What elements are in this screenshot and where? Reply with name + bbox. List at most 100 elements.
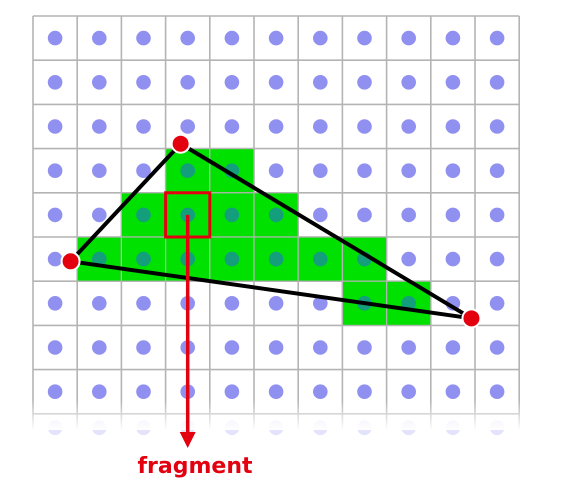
- sample-dot: [268, 119, 284, 134]
- triangle-vertex: [170, 133, 191, 154]
- sample-dot: [357, 163, 372, 178]
- sample-dot: [489, 384, 505, 400]
- sample-dot-covered: [136, 207, 151, 223]
- sample-dot: [357, 119, 372, 134]
- sample-dot-covered: [268, 251, 284, 267]
- sample-dot: [136, 30, 151, 46]
- sample-dot: [268, 163, 284, 178]
- sample-dot: [489, 340, 505, 355]
- sample-dot: [445, 119, 461, 134]
- sample-dot: [224, 75, 240, 90]
- sample-dot: [489, 163, 505, 178]
- sample-dot: [92, 384, 107, 400]
- sample-dot: [489, 296, 505, 311]
- sample-dot: [445, 163, 461, 178]
- sample-dot: [136, 384, 151, 400]
- sample-dot: [357, 75, 372, 90]
- sample-dot: [47, 75, 63, 90]
- sample-dot: [136, 119, 151, 134]
- sample-dot: [401, 384, 417, 400]
- sample-dot: [313, 384, 328, 400]
- sample-dot: [489, 251, 505, 267]
- triangle: [60, 133, 482, 329]
- fragment-label: fragment: [137, 454, 253, 479]
- sample-dot: [92, 340, 107, 355]
- sample-dot: [47, 251, 63, 267]
- sample-dot: [401, 163, 417, 178]
- sample-dot: [489, 119, 505, 134]
- sample-dot: [47, 207, 63, 223]
- sample-dot: [313, 340, 328, 355]
- sample-dot: [268, 296, 284, 311]
- fragment-arrow-head: [179, 432, 196, 448]
- sample-dot: [47, 384, 63, 400]
- sample-dot-covered: [136, 251, 151, 267]
- sample-dot: [357, 207, 372, 223]
- sample-dot: [445, 384, 461, 400]
- sample-dot: [47, 30, 63, 46]
- sample-dot-covered: [313, 251, 328, 267]
- covered-pixels: [76, 148, 432, 327]
- sample-dot: [313, 163, 328, 178]
- sample-dot: [313, 296, 328, 311]
- sample-dot: [224, 30, 240, 46]
- sample-dot: [489, 207, 505, 223]
- sample-dot: [268, 340, 284, 355]
- sample-dot: [136, 340, 151, 355]
- sample-dot: [180, 75, 195, 90]
- triangle-edge: [68, 259, 474, 321]
- sample-dot-covered: [268, 207, 284, 223]
- sample-dot: [445, 30, 461, 46]
- sample-dot: [224, 296, 240, 311]
- sample-dot: [136, 75, 151, 90]
- sample-dot: [47, 163, 63, 178]
- sample-dot: [313, 119, 328, 134]
- sample-dot: [92, 207, 107, 223]
- sample-dot: [445, 75, 461, 90]
- sample-dot: [180, 30, 195, 46]
- sample-dot: [401, 207, 417, 223]
- sample-dot: [401, 75, 417, 90]
- triangle-edge: [178, 141, 474, 321]
- sample-dot: [357, 30, 372, 46]
- sample-dot: [47, 340, 63, 355]
- sample-dot: [92, 163, 107, 178]
- sample-dot: [445, 340, 461, 355]
- sample-dot: [445, 207, 461, 223]
- covered-pixel: [297, 236, 344, 282]
- sample-dot: [47, 296, 63, 311]
- sample-dot: [224, 340, 240, 355]
- sample-dot: [92, 296, 107, 311]
- triangle-vertex: [60, 251, 81, 272]
- sample-dot: [180, 119, 195, 134]
- sample-dot: [313, 207, 328, 223]
- sample-dot: [136, 163, 151, 178]
- sample-dot-covered: [180, 163, 195, 178]
- sample-dot: [489, 75, 505, 90]
- sample-points: [47, 30, 505, 436]
- sample-dot: [489, 30, 505, 46]
- sample-dot: [401, 30, 417, 46]
- sample-dot: [313, 75, 328, 90]
- triangle-edge: [68, 141, 183, 264]
- sample-dot: [401, 251, 417, 267]
- sample-dot: [47, 119, 63, 134]
- sample-dot: [92, 75, 107, 90]
- sample-dot: [92, 119, 107, 134]
- sample-dot: [224, 384, 240, 400]
- sample-dot: [268, 30, 284, 46]
- sample-dot: [268, 384, 284, 400]
- sample-dot: [357, 384, 372, 400]
- sample-dot: [401, 119, 417, 134]
- sample-dot: [401, 340, 417, 355]
- sample-dot: [136, 296, 151, 311]
- sample-dot-covered: [224, 251, 240, 267]
- grid-bottom-fade: [30, 400, 520, 430]
- sample-dot: [357, 340, 372, 355]
- fragment-highlight-group: [164, 191, 212, 448]
- sample-dot: [92, 30, 107, 46]
- sample-dot: [313, 30, 328, 46]
- sample-dot-covered: [92, 251, 107, 267]
- sample-dot-covered: [224, 207, 240, 223]
